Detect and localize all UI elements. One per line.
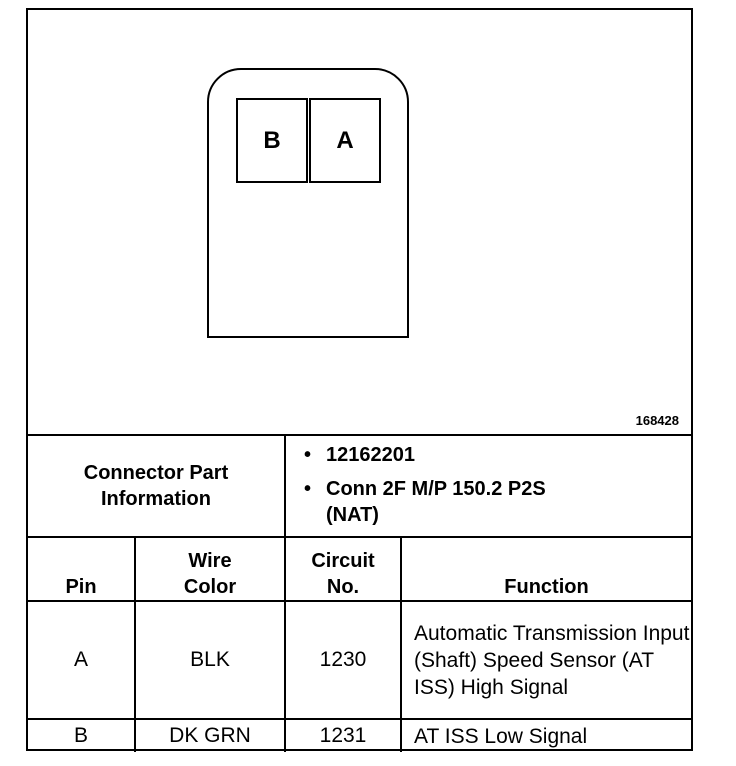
part-number-item: 12162201	[304, 442, 691, 468]
pin-header-label: Pin	[65, 576, 97, 598]
wire-color-cell: DK GRN	[134, 718, 286, 752]
function-cell: Automatic Transmission Input (Shaft) Spe…	[400, 600, 691, 720]
connector-part-label: Connector Part Information	[28, 436, 286, 538]
circuit-header-line2: No.	[326, 576, 360, 598]
table-row: A BLK 1230 Automatic Transmission Input …	[28, 600, 691, 720]
circuit-header-line1: Circuit	[311, 550, 375, 572]
table-row: B DK GRN 1231 AT ISS Low Signal	[28, 718, 691, 752]
connector-part-list: 12162201 Conn 2F M/P 150.2 P2S (NAT)	[284, 436, 691, 538]
circuit-header: Circuit No.	[284, 536, 402, 602]
connector-part-label-line1: Connector Part	[83, 462, 229, 484]
header-row: Pin Wire Color Circuit No. Function	[28, 536, 691, 602]
connector-info-table: Connector Part Information 12162201 Conn…	[28, 436, 691, 752]
connector-description-item: Conn 2F M/P 150.2 P2S (NAT)	[304, 476, 566, 528]
connector-pin-a: A	[309, 98, 381, 183]
connector-part-label-line2: Information	[101, 488, 211, 510]
connector-pin-b: B	[236, 98, 308, 183]
function-header: Function	[400, 536, 691, 602]
wire-color-header-line2: Color	[183, 576, 237, 598]
wire-color-header-line1: Wire	[188, 550, 232, 572]
connector-part-row: Connector Part Information 12162201 Conn…	[28, 436, 691, 538]
wire-color-cell: BLK	[134, 600, 286, 720]
pin-cell: B	[28, 718, 136, 752]
connector-figure: B A 168428	[28, 10, 691, 436]
figure-number: 168428	[635, 413, 679, 428]
circuit-cell: 1230	[284, 600, 402, 720]
function-header-label: Function	[504, 576, 589, 598]
pin-header: Pin	[28, 536, 136, 602]
circuit-cell: 1231	[284, 718, 402, 752]
function-cell: AT ISS Low Signal	[400, 718, 691, 752]
connector-sheet: B A 168428 Connector Part Information 12…	[26, 8, 693, 752]
wire-color-header: Wire Color	[134, 536, 286, 602]
connector-face-diagram: B A	[207, 68, 409, 338]
pin-cell: A	[28, 600, 136, 720]
